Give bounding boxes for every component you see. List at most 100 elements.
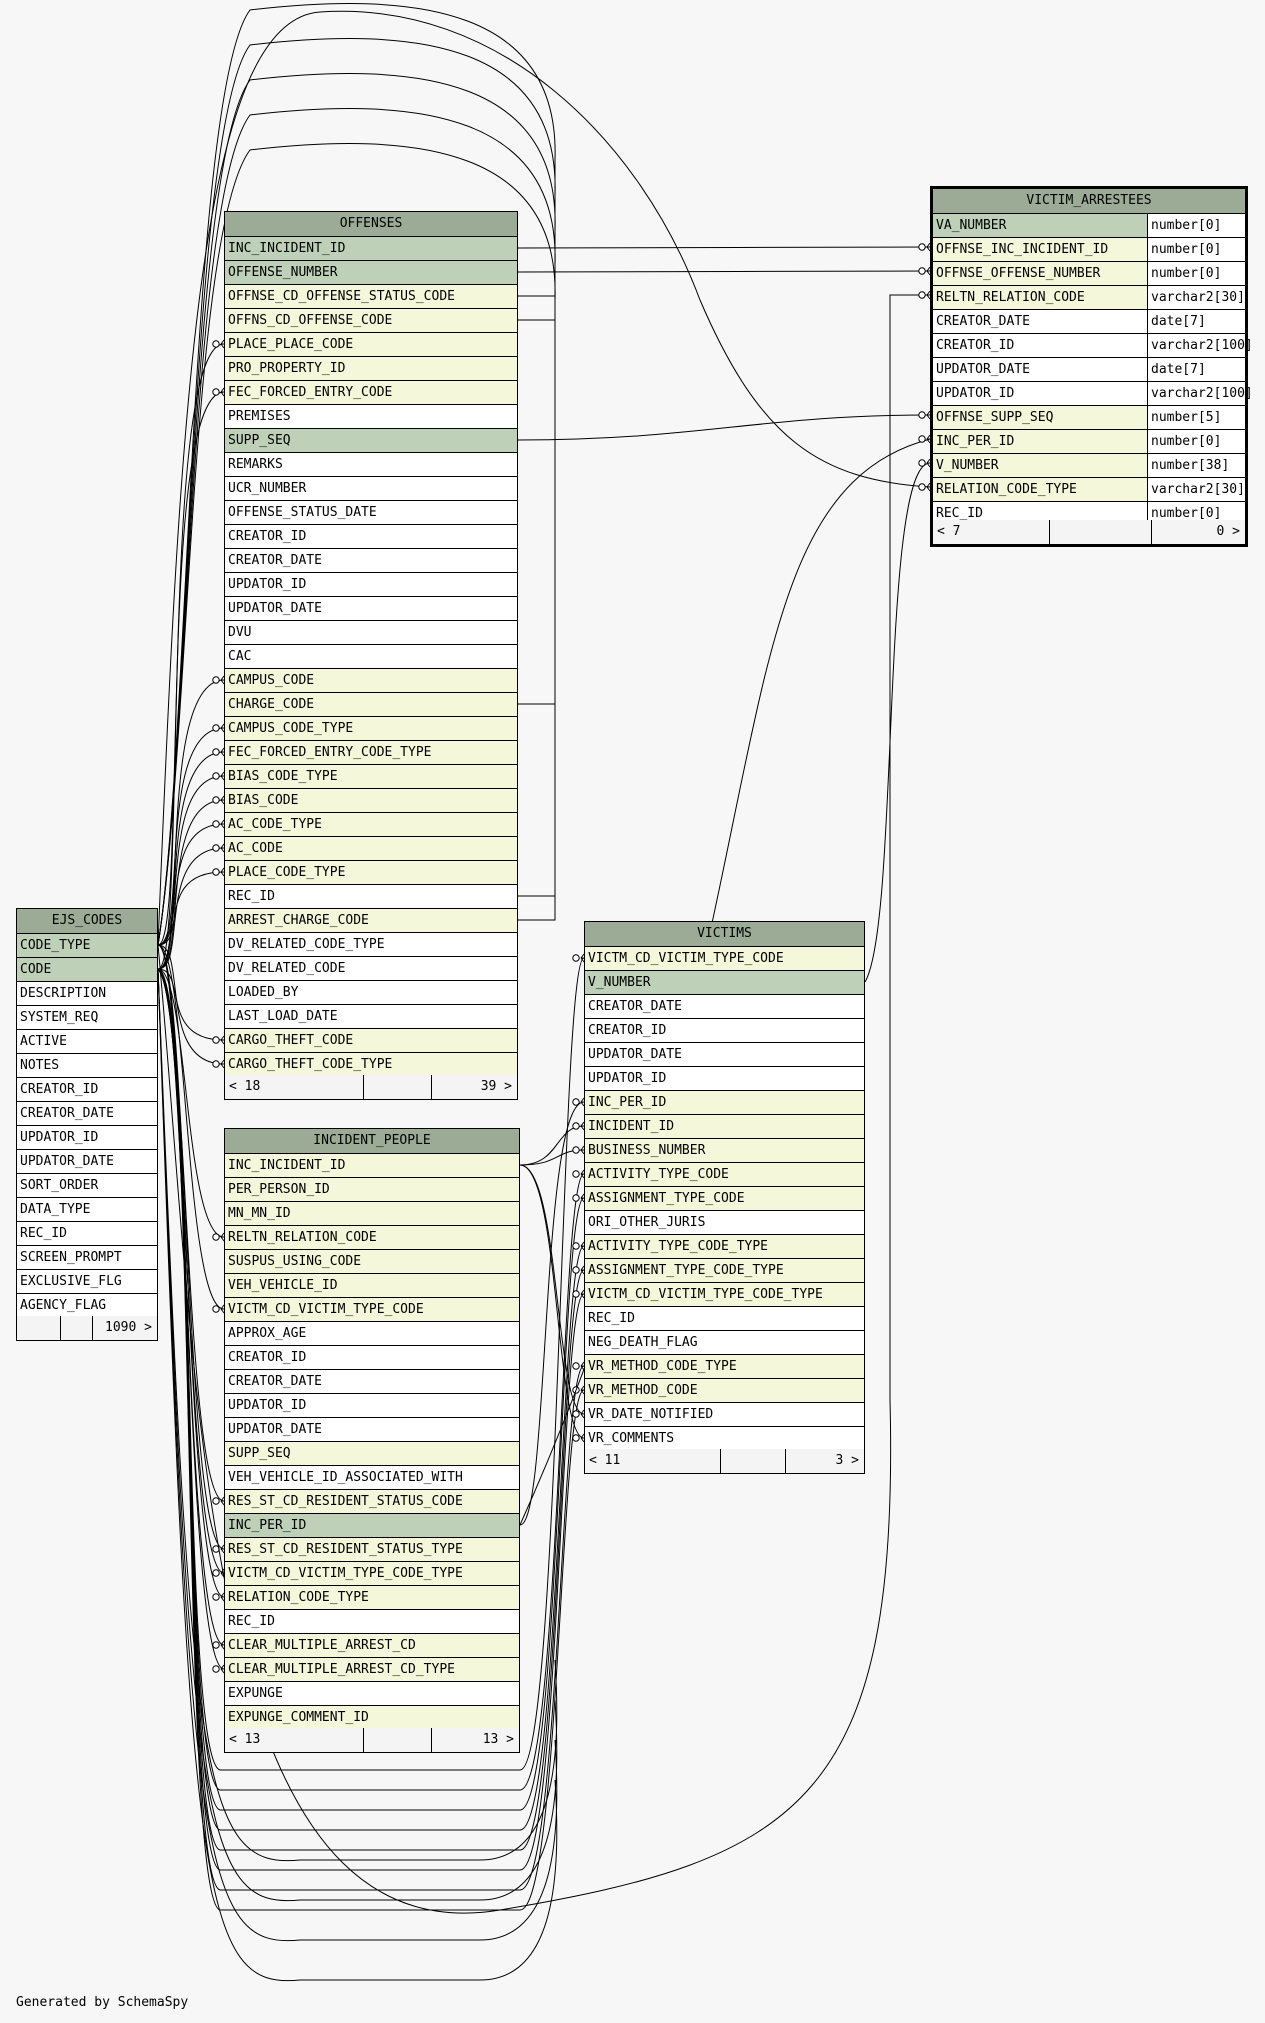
table-row[interactable]: PREMISES [225, 405, 517, 429]
table-row[interactable]: SORT_ORDER [17, 1174, 157, 1198]
table-row[interactable]: REC_ID [225, 885, 517, 909]
table-row[interactable]: BIAS_CODE_TYPE [225, 765, 517, 789]
table-row[interactable]: UPDATOR_ID [225, 573, 517, 597]
table-row[interactable]: VICTM_CD_VICTIM_TYPE_CODE_TYPE [225, 1562, 519, 1586]
table-row[interactable]: FEC_FORCED_ENTRY_CODE_TYPE [225, 741, 517, 765]
table-row[interactable]: CARGO_THEFT_CODE_TYPE [225, 1053, 517, 1077]
table-row[interactable]: UPDATOR_DATE [17, 1150, 157, 1174]
table-row[interactable]: PER_PERSON_ID [225, 1178, 519, 1202]
table-row[interactable]: OFFNS_CD_OFFENSE_CODE [225, 309, 517, 333]
table-row[interactable]: DVU [225, 621, 517, 645]
table-row[interactable]: CAC [225, 645, 517, 669]
table-row[interactable]: INC_INCIDENT_ID [225, 1154, 519, 1178]
table-row[interactable]: BIAS_CODE [225, 789, 517, 813]
table-row[interactable]: ASSIGNMENT_TYPE_CODE_TYPE [585, 1259, 864, 1283]
table-row[interactable]: RES_ST_CD_RESIDENT_STATUS_CODE [225, 1490, 519, 1514]
table-row[interactable]: EXCLUSIVE_FLG [17, 1270, 157, 1294]
table-row[interactable]: UPDATOR_ID [225, 1394, 519, 1418]
table-row[interactable]: CREATOR_DATE [225, 1370, 519, 1394]
table-row[interactable]: OFFENSE_STATUS_DATE [225, 501, 517, 525]
table-row[interactable]: EXPUNGE_COMMENT_ID [225, 1706, 519, 1730]
table-row[interactable]: RELTN_RELATION_CODE [225, 1226, 519, 1250]
table-row[interactable]: AC_CODE_TYPE [225, 813, 517, 837]
table-row[interactable]: BUSINESS_NUMBER [585, 1139, 864, 1163]
table-row[interactable]: NOTES [17, 1054, 157, 1078]
table-row[interactable]: VR_COMMENTS [585, 1427, 864, 1451]
table-row[interactable]: AC_CODE [225, 837, 517, 861]
table-row[interactable]: UPDATOR_DATE [225, 1418, 519, 1442]
table-row[interactable]: CREATOR_ID [225, 1346, 519, 1370]
table-row[interactable]: INCIDENT_ID [585, 1115, 864, 1139]
table-row[interactable]: SUPP_SEQ [225, 429, 517, 453]
table-row[interactable]: PLACE_PLACE_CODE [225, 333, 517, 357]
table-row[interactable]: CLEAR_MULTIPLE_ARREST_CD [225, 1634, 519, 1658]
table-row[interactable]: LOADED_BY [225, 981, 517, 1005]
table-row[interactable]: RES_ST_CD_RESIDENT_STATUS_TYPE [225, 1538, 519, 1562]
table-row[interactable]: UPDATOR_ID [585, 1067, 864, 1091]
table-row[interactable]: ACTIVE [17, 1030, 157, 1054]
table-row[interactable]: FEC_FORCED_ENTRY_CODE [225, 381, 517, 405]
table-row[interactable]: CREATOR_ID [225, 525, 517, 549]
table-row[interactable]: CREATOR_ID [17, 1078, 157, 1102]
table-row[interactable]: UCR_NUMBER [225, 477, 517, 501]
table-row[interactable]: UPDATOR_DATE [585, 1043, 864, 1067]
table-row[interactable]: OFFENSE_NUMBER [225, 261, 517, 285]
table-row[interactable]: CHARGE_CODE [225, 693, 517, 717]
table-row[interactable]: RELATION_CODE_TYPE [225, 1586, 519, 1610]
table-row[interactable]: ASSIGNMENT_TYPE_CODE [585, 1187, 864, 1211]
table-row[interactable]: VR_METHOD_CODE [585, 1379, 864, 1403]
table-row[interactable]: SUPP_SEQ [225, 1442, 519, 1466]
table-row[interactable]: CREATOR_DATE [585, 995, 864, 1019]
table-row[interactable]: CAMPUS_CODE_TYPE [225, 717, 517, 741]
table-row[interactable]: CLEAR_MULTIPLE_ARREST_CD_TYPE [225, 1658, 519, 1682]
table-row[interactable]: SUSPUS_USING_CODE [225, 1250, 519, 1274]
table-row[interactable]: REC_ID [585, 1307, 864, 1331]
table-row[interactable]: SYSTEM_REQ [17, 1006, 157, 1030]
table-row[interactable]: VEH_VEHICLE_ID_ASSOCIATED_WITH [225, 1466, 519, 1490]
table-row[interactable]: CAMPUS_CODE [225, 669, 517, 693]
table-row[interactable]: PLACE_CODE_TYPE [225, 861, 517, 885]
table-row[interactable]: V_NUMBER [585, 971, 864, 995]
table-row[interactable]: REMARKS [225, 453, 517, 477]
table-row[interactable]: DESCRIPTION [17, 982, 157, 1006]
table-row[interactable]: REC_ID [225, 1610, 519, 1634]
table-row[interactable]: VICTM_CD_VICTIM_TYPE_CODE [225, 1298, 519, 1322]
table-row[interactable]: INC_PER_ID [585, 1091, 864, 1115]
table-row[interactable]: LAST_LOAD_DATE [225, 1005, 517, 1029]
table-row[interactable]: SCREEN_PROMPT [17, 1246, 157, 1270]
table-row[interactable]: CREATOR_DATE [225, 549, 517, 573]
table-row[interactable]: CARGO_THEFT_CODE [225, 1029, 517, 1053]
table-row[interactable]: ACTIVITY_TYPE_CODE [585, 1163, 864, 1187]
table-row[interactable]: ACTIVITY_TYPE_CODE_TYPE [585, 1235, 864, 1259]
table-row[interactable]: DATA_TYPE [17, 1198, 157, 1222]
table-row[interactable]: UPDATOR_DATE [225, 597, 517, 621]
table-row[interactable]: EXPUNGE [225, 1682, 519, 1706]
table-row[interactable]: UPDATOR_ID [17, 1126, 157, 1150]
table-row[interactable]: INC_PER_ID [225, 1514, 519, 1538]
table-row[interactable]: ARREST_CHARGE_CODE [225, 909, 517, 933]
table-row[interactable]: CREATOR_DATE [17, 1102, 157, 1126]
table-row[interactable]: MN_MN_ID [225, 1202, 519, 1226]
table-row[interactable]: AGENCY_FLAG [17, 1294, 157, 1318]
table-row[interactable]: ORI_OTHER_JURIS [585, 1211, 864, 1235]
table-row[interactable]: DV_RELATED_CODE_TYPE [225, 933, 517, 957]
table-row[interactable]: CREATOR_ID [585, 1019, 864, 1043]
table-row[interactable]: CODE [17, 958, 157, 982]
table-row[interactable]: NEG_DEATH_FLAG [585, 1331, 864, 1355]
